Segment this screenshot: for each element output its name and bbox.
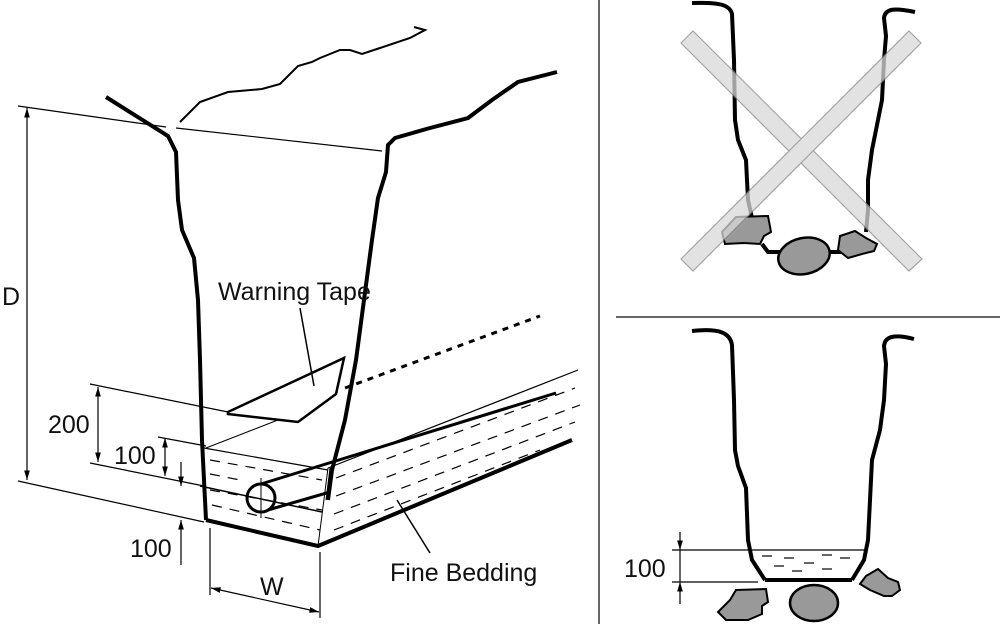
bedding-front-edge — [317, 467, 329, 547]
dim-200-ref-bot — [89, 462, 205, 487]
main-trench: D Warning Tape — [2, 26, 581, 618]
correct-panel: 100 — [624, 328, 915, 623]
depth-ref-top-2 — [175, 127, 383, 152]
bedding-top-far — [203, 447, 329, 471]
correct-stone-right — [858, 567, 902, 597]
warning-tape-dotted — [344, 314, 541, 390]
correct-stone-left — [716, 587, 770, 621]
correct-bedding-hatch — [762, 554, 850, 572]
pipe-centre-h — [199, 485, 323, 513]
correct-left-wall — [691, 328, 767, 582]
fine-bedding-leader — [396, 499, 431, 554]
warning-tape-label: Warning Tape — [218, 278, 371, 306]
correct-stone-middle — [788, 583, 840, 623]
dim-200-label: 200 — [48, 411, 90, 439]
warning-tape-leader — [299, 307, 315, 387]
warning-tape — [226, 355, 346, 424]
cross-mark-icon — [680, 30, 923, 272]
fine-bedding-label: Fine Bedding — [390, 559, 537, 587]
pipe-bottom — [267, 490, 331, 512]
trench-left-wall — [104, 95, 208, 521]
tape-projection — [205, 419, 279, 449]
correct-dim-label: 100 — [624, 555, 666, 583]
pipe-top — [260, 391, 557, 486]
depth-label: D — [2, 283, 20, 311]
correct-right-wall — [850, 334, 915, 582]
incorrect-left-wall — [691, 0, 754, 219]
dim-200-ref-top — [89, 383, 229, 413]
pipe-far-edge — [325, 467, 331, 501]
bedding-hatch — [209, 387, 581, 531]
depth-ref-top — [17, 105, 167, 128]
incorrect-panel — [680, 0, 923, 276]
ground-far-line — [179, 26, 428, 123]
depth-ref-bottom — [17, 480, 205, 523]
width-dim-line — [210, 587, 320, 613]
stone-right — [836, 229, 879, 260]
trench-right-wall — [326, 70, 558, 501]
dim-100a-label: 100 — [114, 442, 156, 470]
stone-middle — [777, 236, 831, 276]
width-label: W — [260, 573, 284, 601]
incorrect-right-wall — [864, 7, 916, 233]
dim-100b-label: 100 — [130, 535, 172, 563]
